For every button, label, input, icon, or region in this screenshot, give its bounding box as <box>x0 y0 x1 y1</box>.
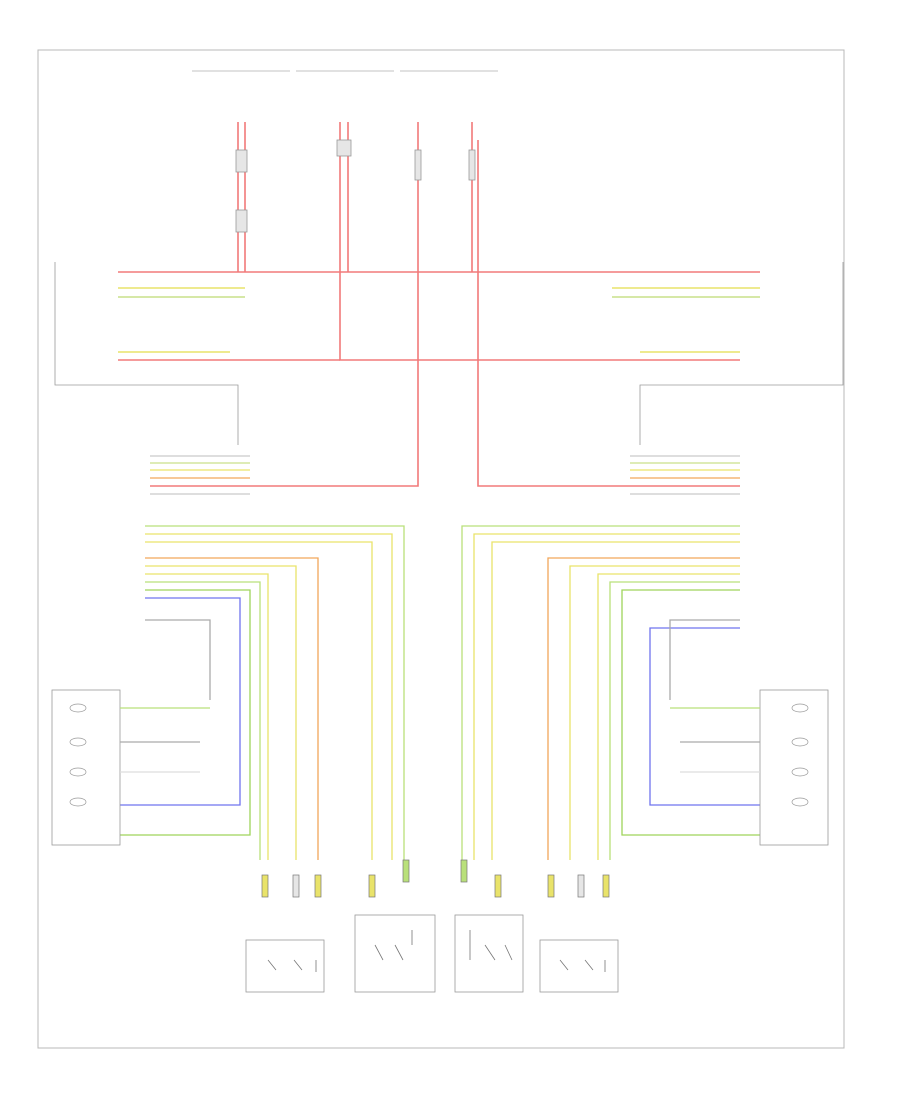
fuse-markers <box>235 139 476 233</box>
mid-connector-wires <box>150 455 740 495</box>
pressure-sensor-right <box>539 939 619 993</box>
feed-wire-5 <box>477 140 740 487</box>
right-upper-module-outline <box>639 262 844 445</box>
right-harness <box>461 525 760 860</box>
diagram-frame <box>37 49 845 1049</box>
feed-wire-2 <box>339 122 740 361</box>
left-lumbar-block <box>51 689 210 846</box>
power-feed-wires <box>150 122 740 487</box>
pressure-sensor-mid-right <box>454 914 524 993</box>
bottom-sensors <box>245 859 619 993</box>
feed-wire-3 <box>150 122 419 487</box>
left-upper-module-outline <box>54 262 239 445</box>
right-lumbar-block <box>670 689 829 846</box>
pressure-sensor-left <box>245 939 325 993</box>
upper-modules <box>54 262 844 445</box>
left-harness <box>120 525 405 860</box>
pressure-sensor-mid-left <box>354 914 436 993</box>
main-bus-wires <box>118 271 760 361</box>
